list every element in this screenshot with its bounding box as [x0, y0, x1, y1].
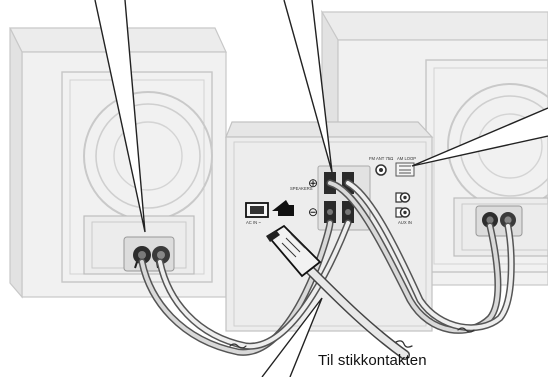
power-outlet-caption: Til stikkontakten	[318, 352, 427, 369]
speakers-label: SPEAKERS	[290, 186, 313, 191]
minus-sign: ⊖	[308, 205, 318, 219]
fm-antenna-label: FM ANT 75Ω	[369, 156, 393, 161]
aux-in-label: AUX IN	[398, 220, 412, 225]
right-speaker-terminals[interactable]	[476, 206, 522, 236]
am-loop-label: AM LOOP	[397, 156, 416, 161]
antenna-labels: FM ANT 75Ω AM LOOP	[369, 156, 416, 161]
ac-in-label: AC IN ~	[246, 220, 261, 225]
left-speaker-terminals[interactable]	[124, 237, 174, 271]
